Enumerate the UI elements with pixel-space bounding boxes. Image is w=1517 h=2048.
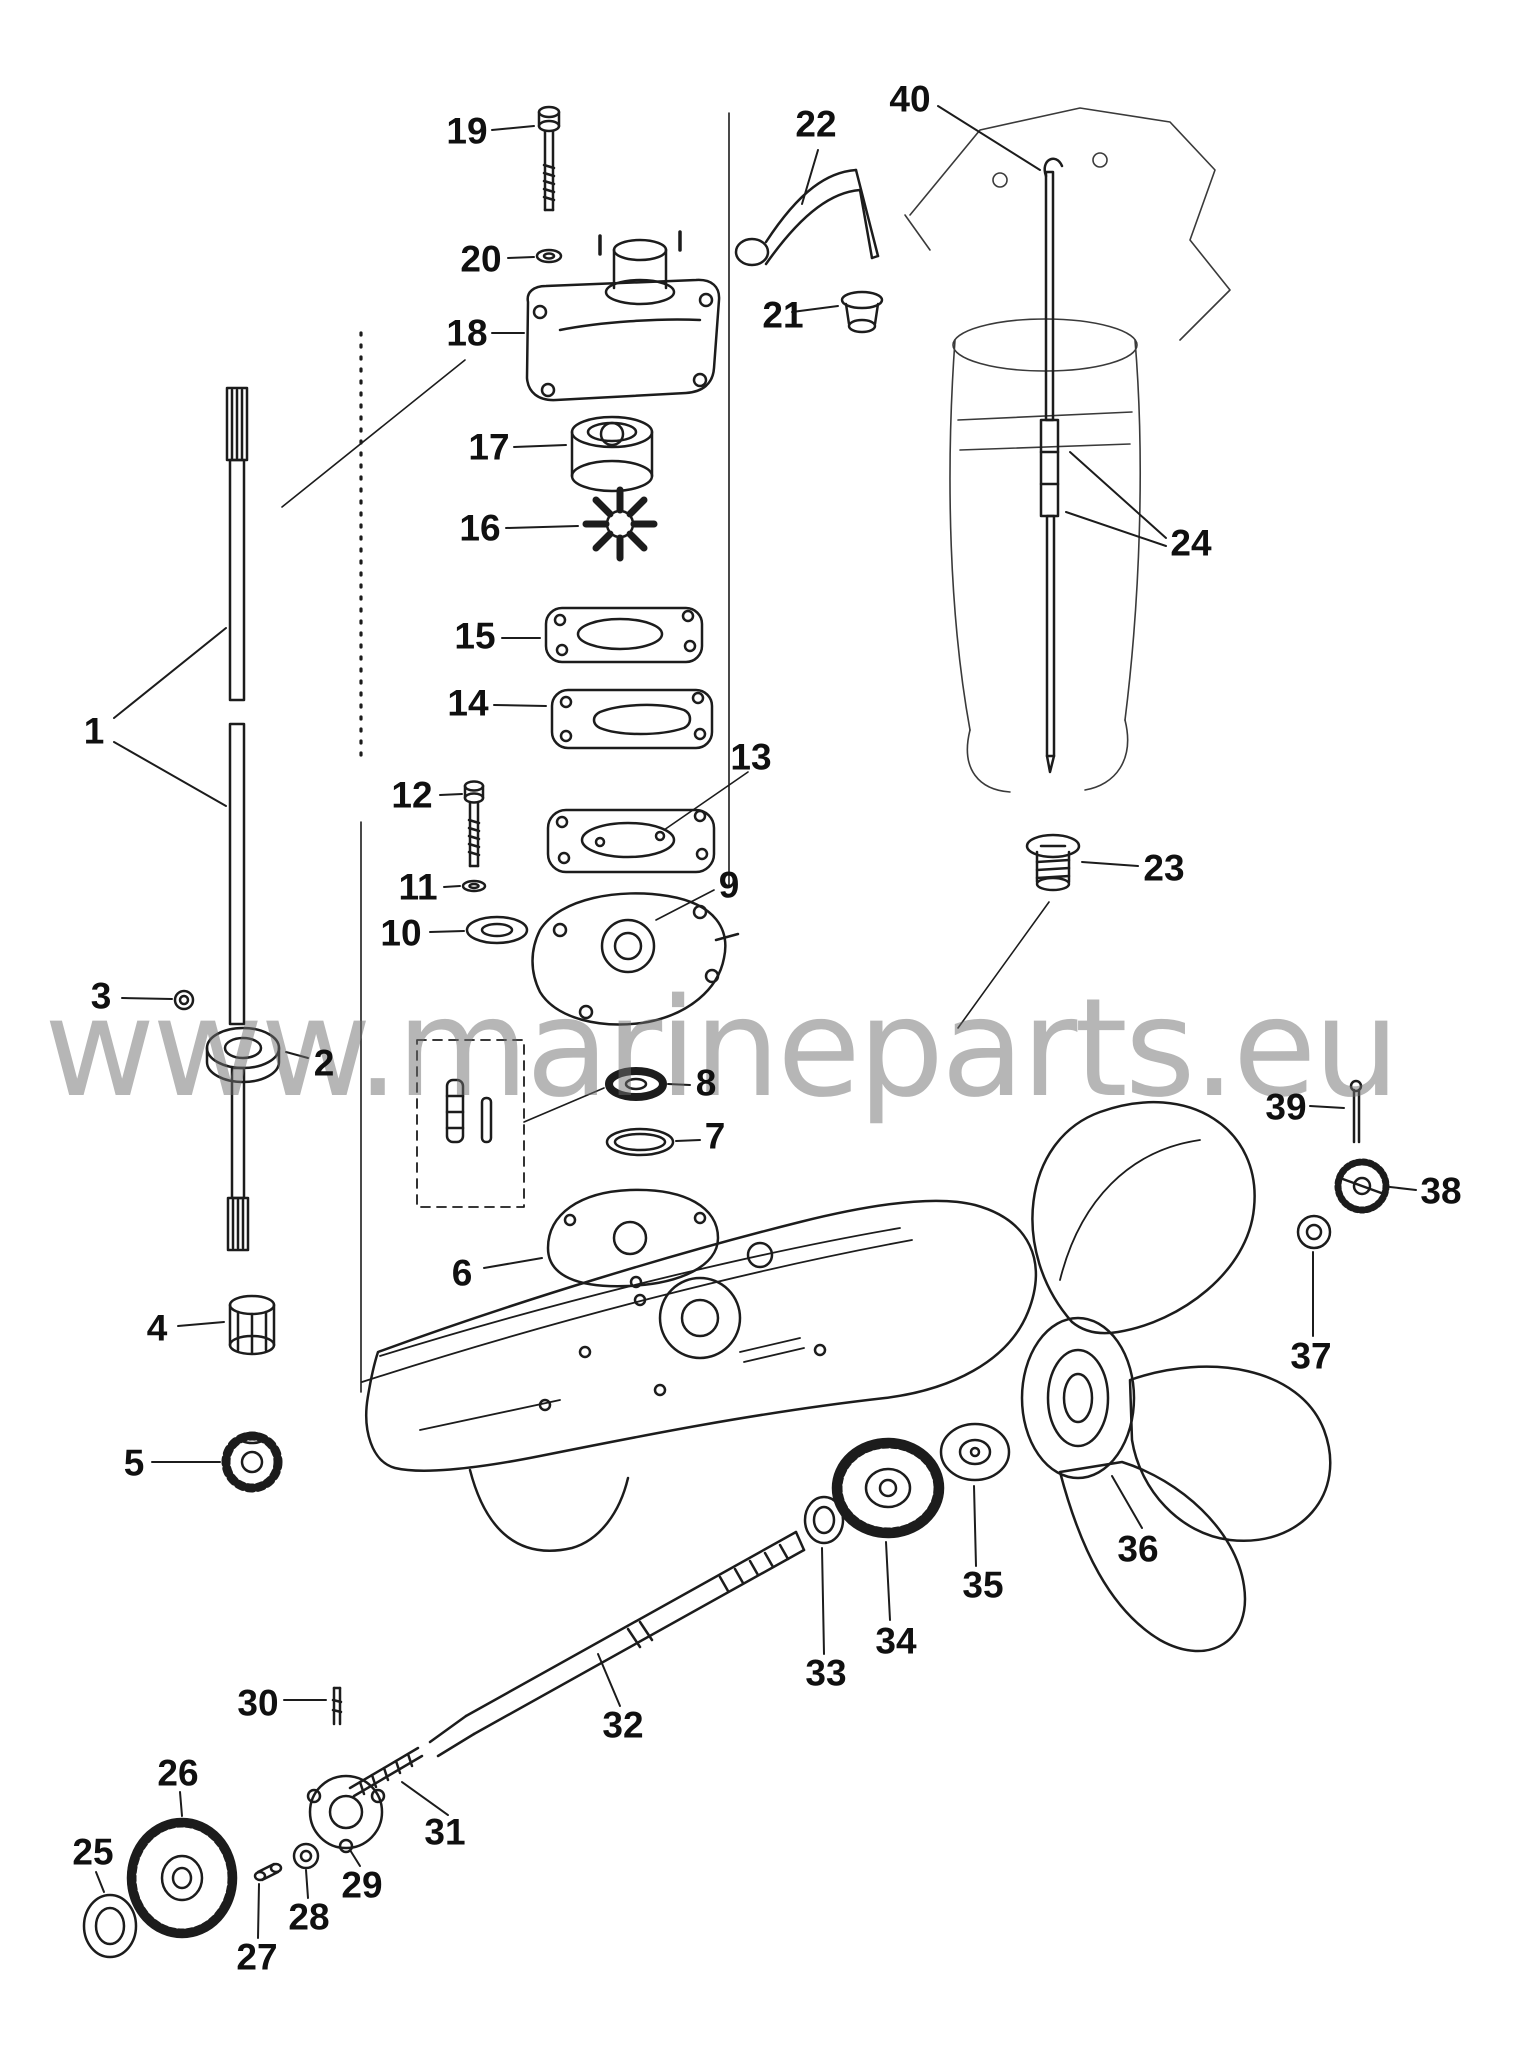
part-key-detail-box: [416, 1039, 605, 1208]
part-gear-26: [126, 1791, 238, 1939]
part-washer-3: [121, 989, 195, 1011]
part-insert-cup-17: [513, 415, 654, 493]
part-label-15: 15: [454, 615, 496, 657]
part-bearing-35: [939, 1422, 1011, 1567]
part-driveshaft-lower: [226, 1066, 250, 1252]
part-bolt-12: [439, 780, 485, 868]
part-label-9: 9: [718, 864, 740, 906]
part-bearing-2: [205, 1026, 309, 1084]
part-label-2: 2: [313, 1042, 335, 1084]
part-gasket-6: [483, 1188, 720, 1289]
part-washer-25: [82, 1871, 138, 1959]
part-cotter-pin-39: [1309, 1079, 1363, 1144]
part-label-17: 17: [468, 426, 510, 468]
part-label-40: 40: [889, 78, 931, 120]
part-label-25: 25: [72, 1831, 114, 1873]
part-label-22: 22: [795, 103, 837, 145]
part-label-18: 18: [446, 312, 488, 354]
part-gear-34: [831, 1437, 945, 1621]
part-label-35: 35: [962, 1564, 1004, 1606]
part-pin-27: [253, 1862, 283, 1939]
part-gasket-13: [546, 808, 716, 874]
part-label-33: 33: [805, 1652, 847, 1694]
part-bearing-carrier-29: [306, 1774, 386, 1867]
part-water-tube-22: [734, 149, 880, 267]
part-sleeve-4: [177, 1294, 276, 1356]
part-label-5: 5: [123, 1442, 145, 1484]
part-label-11: 11: [398, 866, 438, 908]
part-label-13: 13: [730, 736, 772, 778]
part-label-30: 30: [237, 1682, 279, 1724]
part-label-28: 28: [288, 1896, 330, 1938]
part-label-23: 23: [1143, 847, 1185, 889]
part-label-8: 8: [695, 1062, 717, 1104]
part-label-27: 27: [236, 1936, 278, 1978]
part-label-39: 39: [1265, 1086, 1307, 1128]
axis-lines: [281, 112, 1050, 1393]
part-pump-base-9: [531, 892, 740, 1026]
part-impeller-16: [505, 486, 658, 562]
part-pump-housing-18: [491, 230, 721, 402]
part-gasket-15: [501, 606, 704, 664]
part-label-7: 7: [704, 1115, 726, 1157]
part-label-38: 38: [1420, 1170, 1462, 1212]
part-pinion-gear-5: [151, 1431, 283, 1493]
part-washer-11: [443, 879, 487, 893]
part-pin-30: [283, 1686, 343, 1726]
part-label-31: 31: [424, 1811, 466, 1853]
part-label-1: 1: [83, 710, 105, 752]
part-washer-33: [803, 1495, 845, 1655]
part-label-10: 10: [380, 912, 422, 954]
part-label-34: 34: [875, 1620, 917, 1662]
part-propeller-36: [1020, 1101, 1332, 1653]
part-label-4: 4: [146, 1307, 168, 1349]
part-gearcase-housing: [361, 1199, 1038, 1552]
part-label-24: 24: [1170, 522, 1212, 564]
part-prop-shaft-32: [428, 1530, 806, 1758]
part-label-16: 16: [459, 507, 501, 549]
part-label-29: 29: [341, 1864, 383, 1906]
part-label-32: 32: [602, 1704, 644, 1746]
part-washer-37: [1296, 1214, 1332, 1337]
part-label-21: 21: [762, 294, 804, 336]
part-threaded-rod-31: [348, 1746, 449, 1816]
part-oring-7: [605, 1127, 701, 1157]
part-drain-plug-23: [1025, 833, 1139, 892]
part-seal-10: [429, 915, 529, 945]
part-bolt-19: [491, 105, 561, 212]
part-label-6: 6: [451, 1252, 473, 1294]
part-washer-28: [292, 1842, 320, 1899]
part-label-26: 26: [157, 1752, 199, 1794]
upper-casing-sketch: [904, 107, 1231, 793]
part-plate-14: [493, 688, 714, 750]
part-grommet-21: [791, 290, 884, 334]
part-label-36: 36: [1117, 1528, 1159, 1570]
part-shift-rod-40: [937, 105, 1167, 774]
part-label-20: 20: [460, 238, 502, 280]
part-washer-20: [507, 248, 563, 264]
part-label-37: 37: [1290, 1335, 1332, 1377]
part-label-19: 19: [446, 110, 488, 152]
part-label-3: 3: [90, 975, 112, 1017]
part-driveshaft: [113, 386, 249, 1026]
part-oil-seal-8: [605, 1067, 691, 1101]
part-prop-nut-38: [1334, 1158, 1417, 1214]
part-label-12: 12: [391, 774, 433, 816]
part-label-14: 14: [447, 682, 489, 724]
